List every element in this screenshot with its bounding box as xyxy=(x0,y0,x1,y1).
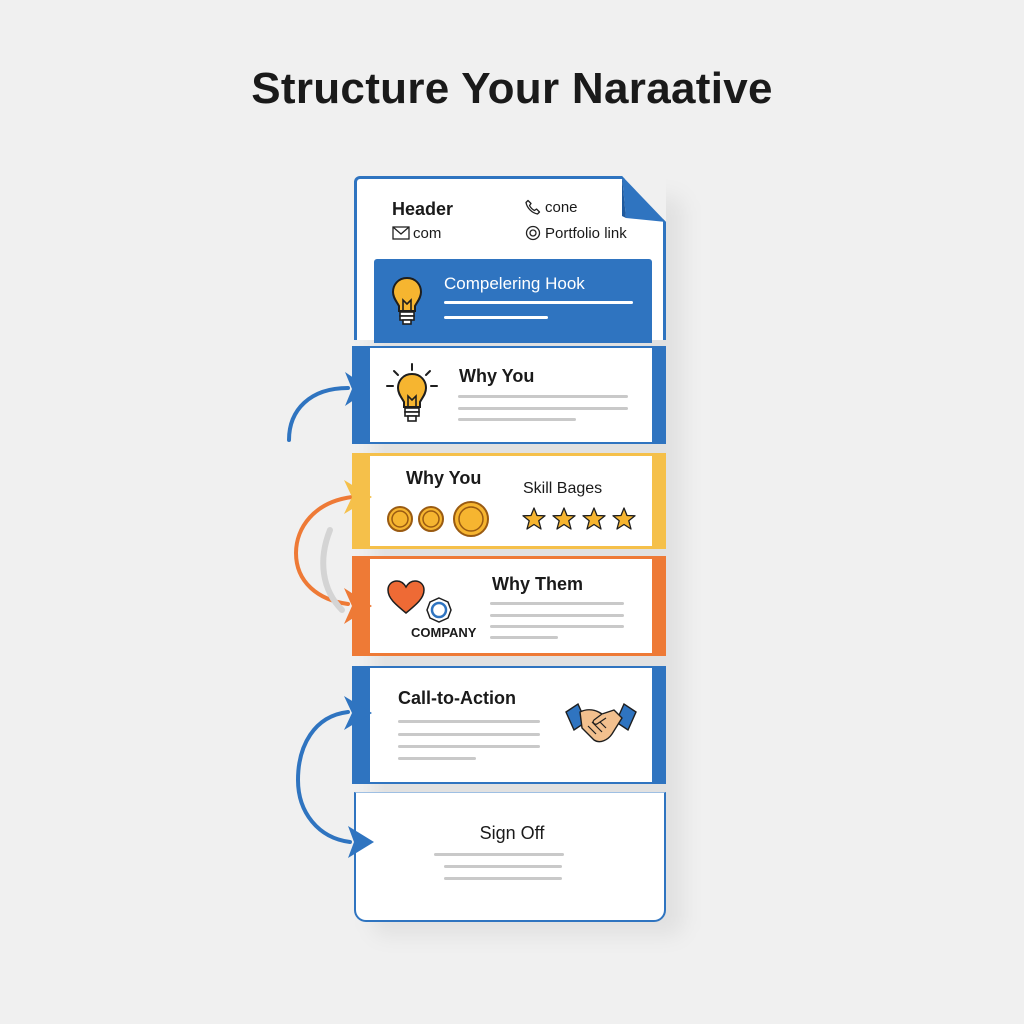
star-icon xyxy=(552,507,576,530)
phone-icon xyxy=(525,199,541,215)
text-line xyxy=(398,757,476,760)
handshake-icon xyxy=(565,702,637,743)
text-line xyxy=(490,614,624,617)
company-gear-icon xyxy=(426,597,452,623)
lightbulb-icon xyxy=(391,276,423,325)
text-line xyxy=(458,407,628,410)
text-line xyxy=(458,418,576,421)
why-you-skills-section: Why You Skill Bages xyxy=(352,453,666,549)
text-line xyxy=(490,602,624,605)
hook-banner: Compelering Hook xyxy=(374,259,652,343)
why-them-title: Why Them xyxy=(492,574,584,594)
portfolio-icon xyxy=(525,225,541,241)
text-line xyxy=(458,395,628,398)
page-fold-corner xyxy=(622,176,666,222)
why-you-title: Why You xyxy=(406,468,482,488)
hook-text-line xyxy=(444,301,633,304)
lightbulb-icon xyxy=(386,363,438,422)
page-title: Structure Your Naraative xyxy=(251,64,773,113)
text-line xyxy=(398,745,540,748)
star-icon xyxy=(582,507,606,530)
sign-off-title: Sign Off xyxy=(479,823,545,843)
text-line xyxy=(398,733,540,736)
text-line xyxy=(490,636,558,639)
coin-icon xyxy=(453,501,489,537)
why-you-section: Why You xyxy=(352,346,666,444)
header-card: Header cone com Portfolio link Compeleri… xyxy=(354,176,666,343)
mail-icon xyxy=(392,226,410,240)
email-contact[interactable]: com xyxy=(392,225,441,242)
header-title: Header xyxy=(392,199,454,219)
text-line xyxy=(444,865,562,868)
company-label: COMPANY xyxy=(411,625,477,640)
sign-off-section: Sign Off xyxy=(354,792,666,922)
email-text: com xyxy=(413,225,442,242)
hook-text-line xyxy=(444,316,548,319)
portfolio-text: Portfolio link xyxy=(545,225,627,242)
heart-icon xyxy=(387,580,425,614)
curved-arrow-icon xyxy=(287,372,370,442)
why-them-section: COMPANY Why Them xyxy=(352,556,666,656)
why-you-title: Why You xyxy=(459,366,535,386)
coin-icon xyxy=(418,506,444,532)
hook-title: Compelering Hook xyxy=(444,274,585,293)
star-icon xyxy=(522,507,546,530)
curved-arrow-icon xyxy=(293,480,372,624)
phone-text: cone xyxy=(545,199,578,216)
phone-contact[interactable]: cone xyxy=(525,199,578,216)
coin-icon xyxy=(387,506,413,532)
call-to-action-section: Call-to-Action xyxy=(352,666,666,784)
text-line xyxy=(490,625,624,628)
text-line xyxy=(434,853,564,856)
curved-arrow-icon xyxy=(295,696,374,858)
portfolio-contact[interactable]: Portfolio link xyxy=(525,225,627,242)
text-line xyxy=(398,720,540,723)
skill-badges-title: Skill Bages xyxy=(523,480,603,497)
call-to-action-title: Call-to-Action xyxy=(398,688,516,708)
text-line xyxy=(444,877,562,880)
star-icon xyxy=(612,507,636,530)
